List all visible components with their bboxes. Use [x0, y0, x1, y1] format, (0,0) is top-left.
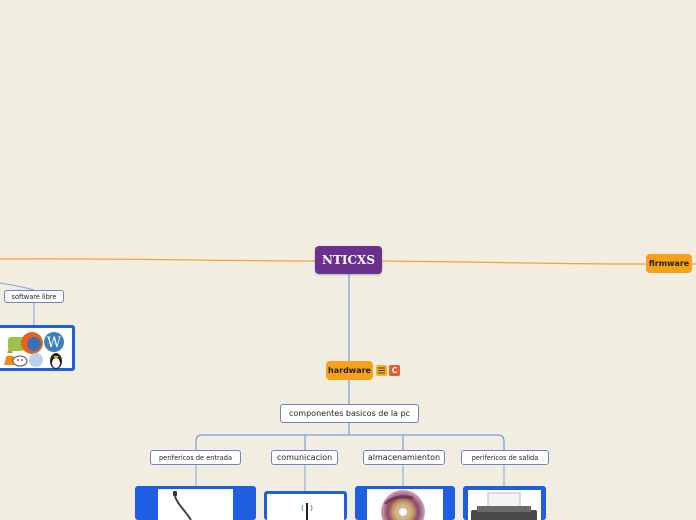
- branch-hardware[interactable]: hardware: [326, 361, 373, 380]
- central-topic[interactable]: NTICXS: [315, 246, 382, 274]
- connector-children: [196, 423, 504, 450]
- printer-icon: [463, 486, 546, 520]
- wifi-router-icon: [264, 491, 347, 520]
- svg-text:W: W: [47, 335, 62, 351]
- perifericos-salida-image: [463, 486, 546, 520]
- node-perifericos-entrada[interactable]: perifericos de entrada: [150, 450, 241, 465]
- notes-icon[interactable]: [376, 365, 387, 376]
- connector-firmware: [382, 261, 646, 264]
- almacenamiento-image: [355, 486, 455, 520]
- node-almacenamienton[interactable]: almacenamienton: [363, 450, 445, 465]
- perifericos-entrada-image: [135, 486, 256, 520]
- branch-software-libre[interactable]: software libre: [4, 290, 64, 303]
- free-software-logos-icon: W: [0, 325, 75, 371]
- c-badge-icon[interactable]: C: [389, 365, 400, 376]
- connector-left: [0, 259, 315, 261]
- node-componentes-basicos[interactable]: componentes basicos de la pc: [280, 404, 419, 423]
- cd-disc-icon: [355, 486, 455, 520]
- microphone-icon: [135, 486, 256, 520]
- software-libre-image: W: [0, 325, 75, 371]
- branch-firmware[interactable]: firmware: [646, 254, 692, 273]
- comunicacion-image: [264, 491, 347, 520]
- node-perifericos-salida[interactable]: perifericos de salida: [461, 450, 549, 465]
- node-comunicacion[interactable]: comunicacion: [271, 450, 338, 465]
